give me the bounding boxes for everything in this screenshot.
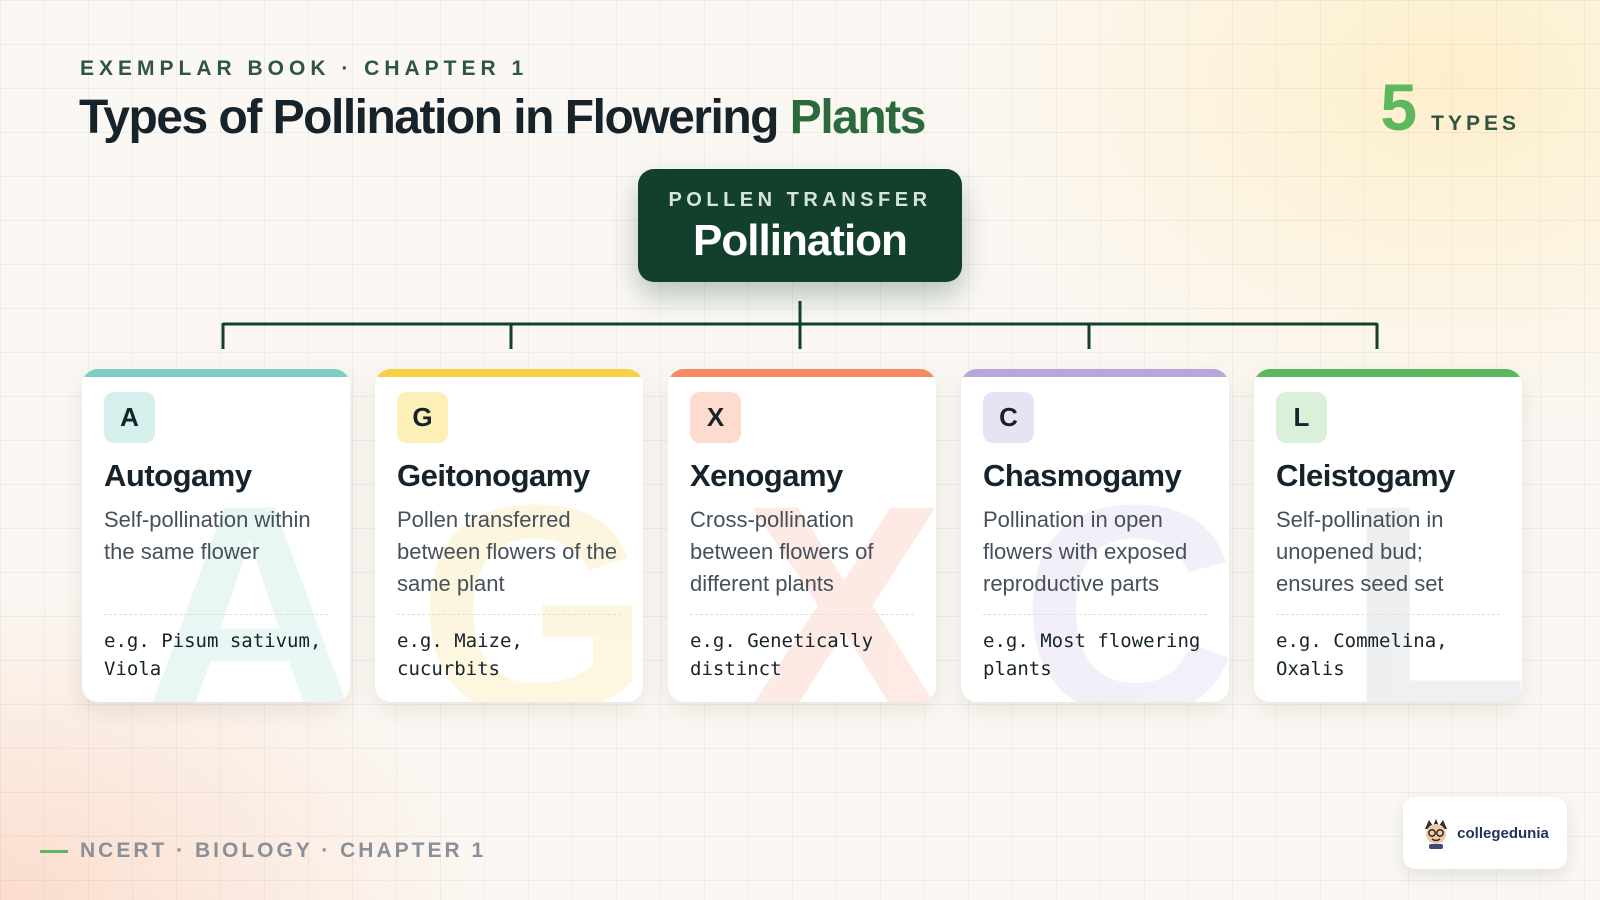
card-example: e.g. Maize, cucurbits: [397, 630, 523, 680]
card-divider: [690, 614, 914, 615]
card-letter-badge: A: [104, 392, 155, 443]
page-title: Types of Pollination in Flowering Plants: [79, 90, 927, 145]
card-title: Geitonogamy: [397, 458, 590, 493]
card-letter-badge: G: [397, 392, 448, 443]
card-divider: [1276, 614, 1500, 615]
card-example: e.g. Pisum sativum, Viola: [104, 630, 322, 680]
card-accent-bar: [375, 369, 643, 377]
type-count: 5 TYPES: [1380, 74, 1520, 140]
card-ghost-letter: C: [1020, 442, 1229, 702]
card-example: e.g. Genetically distinct: [690, 630, 874, 680]
card-description: Pollination in open flowers with exposed…: [983, 507, 1188, 596]
card-ghost-letter: X: [743, 442, 936, 702]
card-description: Self-pollination within the same flower: [104, 507, 311, 564]
title-main: Types of Pollination in Flowering: [79, 91, 779, 144]
card-letter-badge: L: [1276, 392, 1327, 443]
card-ghost-letter: L: [1346, 442, 1522, 702]
title-accent: Plants: [789, 91, 927, 144]
footer-text: NCERT · BIOLOGY · CHAPTER 1: [80, 839, 487, 862]
card-divider: [104, 614, 328, 615]
brand-logo-text: collegedunia: [1457, 824, 1549, 842]
type-count-label: TYPES: [1431, 112, 1520, 135]
mascot-icon: [1425, 819, 1448, 849]
card-accent-bar: [1254, 369, 1522, 377]
card-ghost-letter: G: [417, 442, 643, 702]
card-letter-badge: X: [690, 392, 741, 443]
type-count-number: 5: [1380, 70, 1418, 144]
card-example: e.g. Most flowering plants: [983, 630, 1201, 680]
card-title: Chasmogamy: [983, 458, 1182, 493]
footer: NCERT · BIOLOGY · CHAPTER 1: [40, 839, 486, 863]
card-divider: [397, 614, 621, 615]
card-description: Pollen transferred between flowers of th…: [397, 507, 618, 596]
card-title: Autogamy: [104, 458, 252, 493]
footer-dash: [40, 849, 68, 853]
card-description: Self-pollination in unopened bud; ensure…: [1276, 507, 1444, 596]
card-description: Cross-pollination between flowers of dif…: [690, 507, 874, 596]
card-accent-bar: [961, 369, 1229, 377]
root-node: POLLEN TRANSFER Pollination: [638, 169, 962, 282]
card-title: Cleistogamy: [1276, 458, 1455, 493]
card-title: Xenogamy: [690, 458, 843, 493]
root-kicker: POLLEN TRANSFER: [668, 189, 932, 211]
card-letter-badge: C: [983, 392, 1034, 443]
card-ghost-letter: A: [141, 442, 350, 702]
root-name: Pollination: [693, 216, 908, 265]
card-accent-bar: [668, 369, 936, 377]
brand-logo: collegedunia: [1403, 797, 1567, 869]
card-accent-bar: [82, 369, 350, 377]
card-divider: [983, 614, 1207, 615]
card-example: e.g. Commelina, Oxalis: [1276, 630, 1448, 680]
eyebrow-label: EXEMPLAR BOOK · CHAPTER 1: [80, 57, 529, 80]
